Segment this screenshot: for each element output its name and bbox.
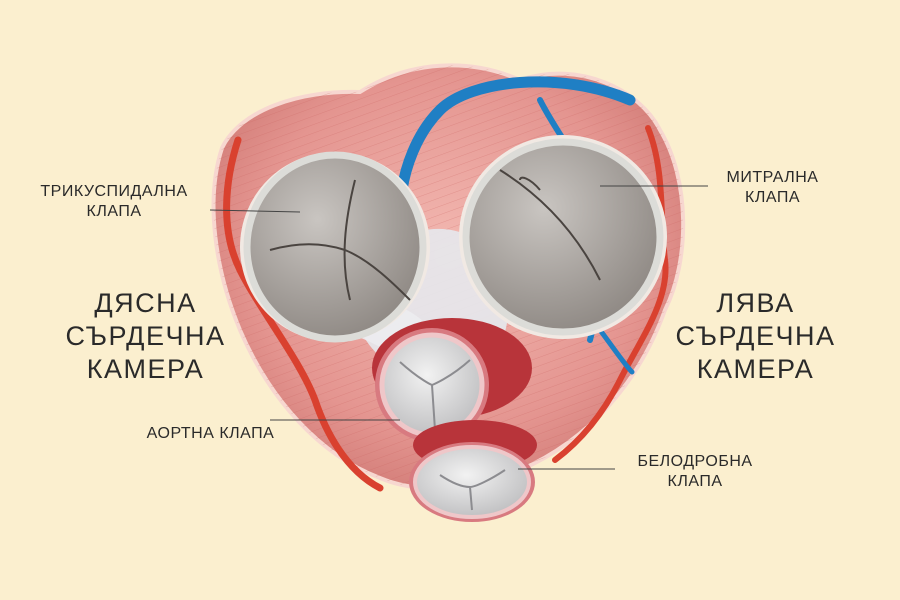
label-right-ventricle: ДЯСНА СЪРДЕЧНА КАМЕРА [58, 287, 233, 386]
label-rv-line1: ДЯСНА [94, 288, 197, 318]
label-left-ventricle: ЛЯВА СЪРДЕЧНА КАМЕРА [668, 287, 843, 386]
label-tricuspid-line1: ТРИКУСПИДАЛНА [40, 183, 188, 200]
label-pulmonary-valve: БЕЛОДРОБНА КЛАПА [615, 452, 775, 492]
label-mitral-valve: МИТРАЛНА КЛАПА [700, 168, 845, 208]
aortic-valve [372, 318, 532, 442]
label-mitral-line2: КЛАПА [745, 189, 800, 206]
label-lv-line3: КАМЕРА [696, 354, 815, 384]
label-pulmonary-line1: БЕЛОДРОБНА [637, 453, 753, 470]
label-pulmonary-line2: КЛАПА [667, 473, 723, 490]
tricuspid-valve [240, 151, 430, 343]
pulmonary-valve [409, 420, 537, 522]
label-tricuspid-valve: ТРИКУСПИДАЛНА КЛАПА [14, 182, 214, 222]
leader-tricuspid [209, 209, 301, 213]
label-rv-line3: КАМЕРА [86, 354, 205, 384]
coronary-vein [396, 76, 636, 196]
label-lv-line2: СЪРДЕЧНА [675, 321, 836, 351]
label-aortic-valve: АОРТНА КЛАПА [118, 424, 303, 444]
label-aortic-text: АОРТНА КЛАПА [146, 425, 275, 442]
left-coronary-artery [552, 125, 669, 463]
right-coronary-artery [223, 136, 384, 492]
label-tricuspid-line2: КЛАПА [86, 203, 142, 220]
label-mitral-line1: МИТРАЛНА [726, 169, 819, 186]
label-rv-line2: СЪРДЕЧНА [65, 321, 226, 351]
mitral-valve [459, 135, 667, 339]
label-lv-line1: ЛЯВА [716, 288, 795, 318]
